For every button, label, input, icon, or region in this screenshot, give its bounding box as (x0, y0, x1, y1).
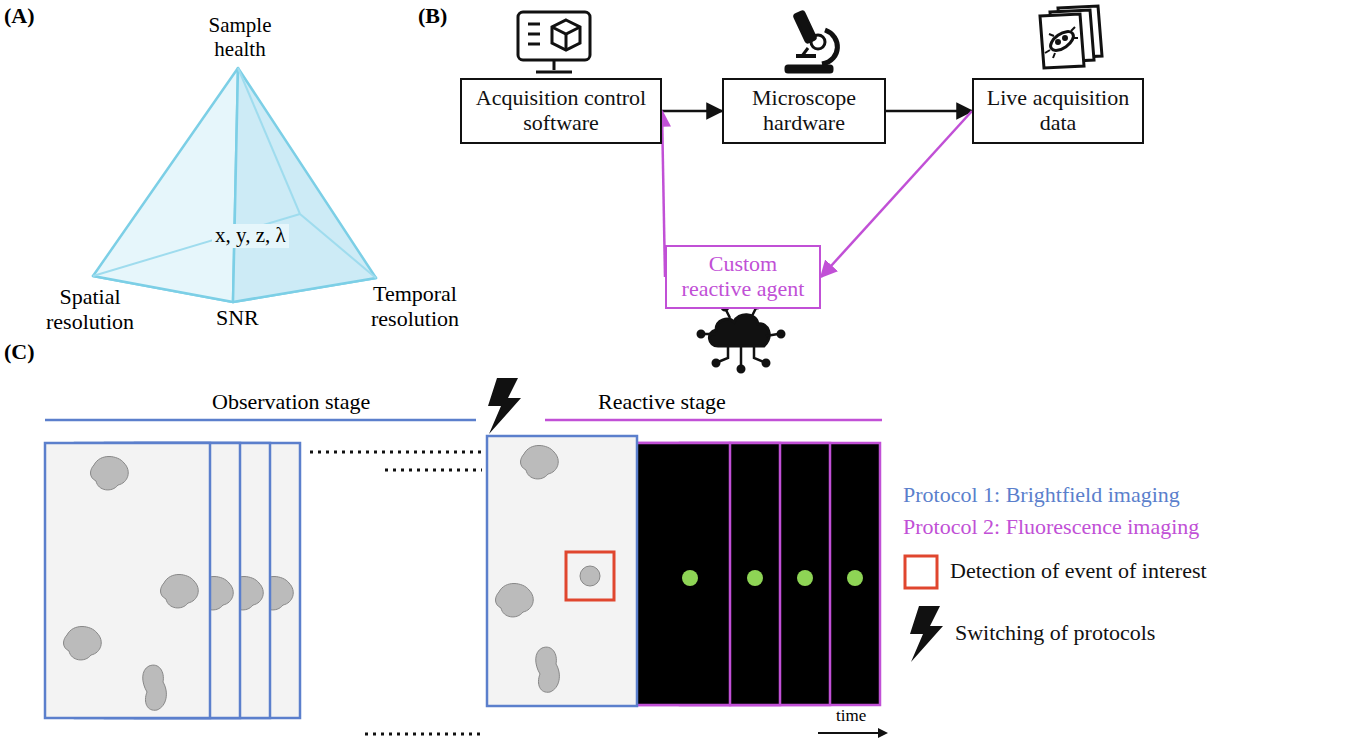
axis-label: x, y, z, λ (212, 224, 289, 248)
observation-stage-line (45, 419, 476, 422)
process-box: Microscope hardware (722, 78, 886, 144)
box-label: Microscope hardware (732, 86, 876, 135)
legend-text: Switching of protocols (955, 620, 1155, 646)
axis-label: Temporal resolution (360, 282, 470, 331)
brightfield-frames (45, 443, 300, 718)
legend-text: Protocol 1: Brightfield imaging (903, 482, 1180, 508)
flow-arrow (662, 110, 722, 113)
axis-label: SNR (216, 306, 259, 331)
panel-letter: (B) (418, 4, 447, 29)
box-label: Live acquisition data (982, 86, 1134, 135)
process-box: Custom reactive agent (665, 245, 821, 309)
stage-label: Reactive stage (598, 390, 726, 415)
switch-lightning (488, 378, 521, 434)
trade-off-pyramid (93, 68, 376, 302)
flow-arrow (886, 110, 972, 113)
process-box: Acquisition control software (460, 78, 662, 144)
time-arrow (818, 728, 888, 738)
ai-cloud-icon (698, 302, 784, 372)
detection-sample (905, 556, 937, 588)
box-label: Custom reactive agent (675, 252, 811, 301)
stage-label: Observation stage (212, 390, 370, 415)
dotted-continuation (310, 452, 482, 734)
legend-text: Detection of event of interest (950, 558, 1207, 584)
process-box: Live acquisition data (972, 78, 1144, 144)
time-label: time (836, 706, 866, 725)
monitor-icon (518, 12, 590, 72)
axis-label: Sample health (192, 14, 288, 61)
reactive-stage-line (545, 419, 882, 422)
panel-letter: (A) (4, 4, 35, 29)
switch-sample (910, 606, 943, 662)
axis-label: Spatial resolution (40, 285, 140, 334)
detection-frame (487, 436, 637, 706)
microscope-icon (786, 11, 837, 72)
panel-letter: (C) (4, 340, 35, 365)
data-pages-icon (1040, 6, 1102, 68)
legend-text: Protocol 2: Fluorescence imaging (903, 514, 1199, 540)
box-label: Acquisition control software (470, 86, 652, 135)
